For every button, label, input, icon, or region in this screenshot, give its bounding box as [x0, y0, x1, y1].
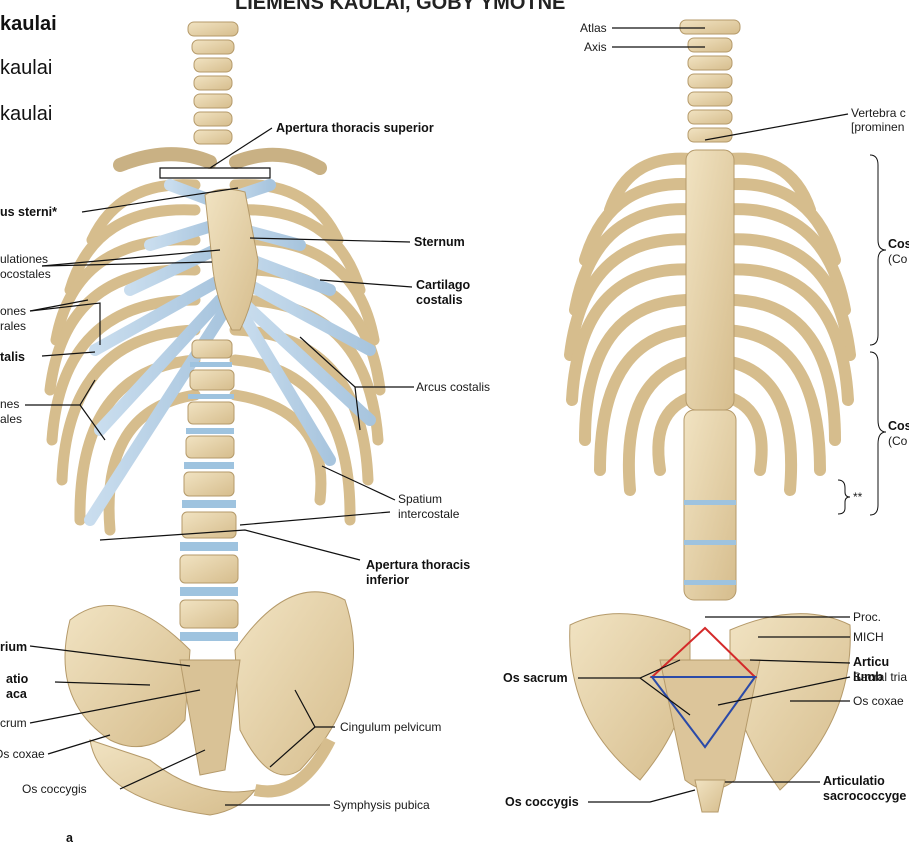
label-apertura-inferior-2: inferior — [366, 573, 409, 587]
figure-b-illustration — [564, 19, 887, 813]
label-junctiones-1: ones — [0, 304, 26, 318]
label-articulatio-1: Articulatio — [823, 774, 885, 788]
label-os-coccygis-a: Os coccygis — [22, 782, 87, 796]
label-cos-1b: (Co — [888, 252, 908, 266]
label-axis: Axis — [584, 40, 607, 54]
label-arcus-costalis: Arcus costalis — [416, 380, 490, 394]
label-articulationes-2: ocostales — [0, 267, 51, 281]
label-apertura-superior: Apertura thoracis superior — [276, 121, 434, 135]
costal-cartilages — [84, 179, 376, 526]
label-asterisks: ** — [853, 490, 863, 504]
label-os-coccygis-b: Os coccygis — [505, 795, 579, 809]
label-rium: rium — [0, 640, 27, 654]
cervical-spine-b — [679, 19, 741, 143]
slide-bullet-2: kaulai — [0, 57, 52, 79]
leaders-a — [25, 127, 414, 806]
label-junctiones-2: rales — [0, 319, 26, 333]
label-articulatio-2: sacrococcyge — [823, 789, 906, 803]
label-cartilago-1: Cartilago — [416, 278, 471, 292]
label-vertebra-1: Vertebra c — [851, 106, 906, 120]
label-crum: crum — [0, 716, 27, 730]
label-cos-2: Cos — [888, 419, 909, 433]
label-spatium-1: Spatium — [398, 492, 442, 506]
label-apertura-inferior-1: Apertura thoracis — [366, 558, 470, 572]
label-articu-2: lumb — [853, 670, 883, 684]
slide-bullet-1: kaulai — [0, 13, 57, 35]
label-cos-1: Cos — [888, 237, 909, 251]
label-articulationes-1: ulationes — [0, 252, 48, 266]
label-sacral-tria: Sacral tria — [853, 670, 907, 684]
label-mich: MICH — [853, 630, 884, 644]
label-proc: Proc. — [853, 610, 881, 624]
label-atlas: Atlas — [580, 21, 607, 35]
label-interchondrales-2: ales — [0, 412, 22, 426]
label-os-coxae-b: Os coxae — [853, 694, 904, 708]
cervical-spine — [187, 21, 239, 145]
ribs-b — [564, 152, 856, 496]
label-cos-2b: (Co — [888, 434, 908, 448]
label-sternum: Sternum — [414, 235, 465, 249]
slide-bullet-3: kaulai — [0, 103, 52, 125]
label-atio-1: atio — [6, 672, 29, 686]
slide-title-fragment: LIEMENS KAULAI, GOBY YMOTNE — [235, 0, 565, 14]
label-os-sacrum: Os sacrum — [503, 671, 568, 685]
label-cartilago-2: costalis — [416, 293, 463, 307]
label-interchondrales-1: nes — [0, 397, 19, 411]
label-vertebra-2: [prominen — [851, 120, 904, 134]
label-costalis: talis — [0, 350, 25, 364]
label-os-coxae-a: Os coxae — [0, 747, 45, 761]
label-atio-2: aca — [6, 687, 28, 701]
sacral-triangle — [649, 676, 757, 749]
figure-a-illustration — [44, 21, 386, 816]
pelvis-b — [569, 613, 851, 813]
spine-b — [683, 149, 737, 601]
leaders-b — [578, 27, 851, 803]
label-spatium-2: intercostale — [398, 507, 460, 521]
label-symphysis: Symphysis pubica — [333, 798, 430, 812]
label-articu-1: Articu — [853, 655, 889, 669]
pelvis-a — [64, 591, 355, 816]
label-angulus-sterni: us sterni* — [0, 205, 57, 219]
label-cingulum: Cingulum pelvicum — [340, 720, 441, 734]
panel-letter-a: a — [66, 831, 74, 845]
spine-a — [179, 339, 239, 641]
